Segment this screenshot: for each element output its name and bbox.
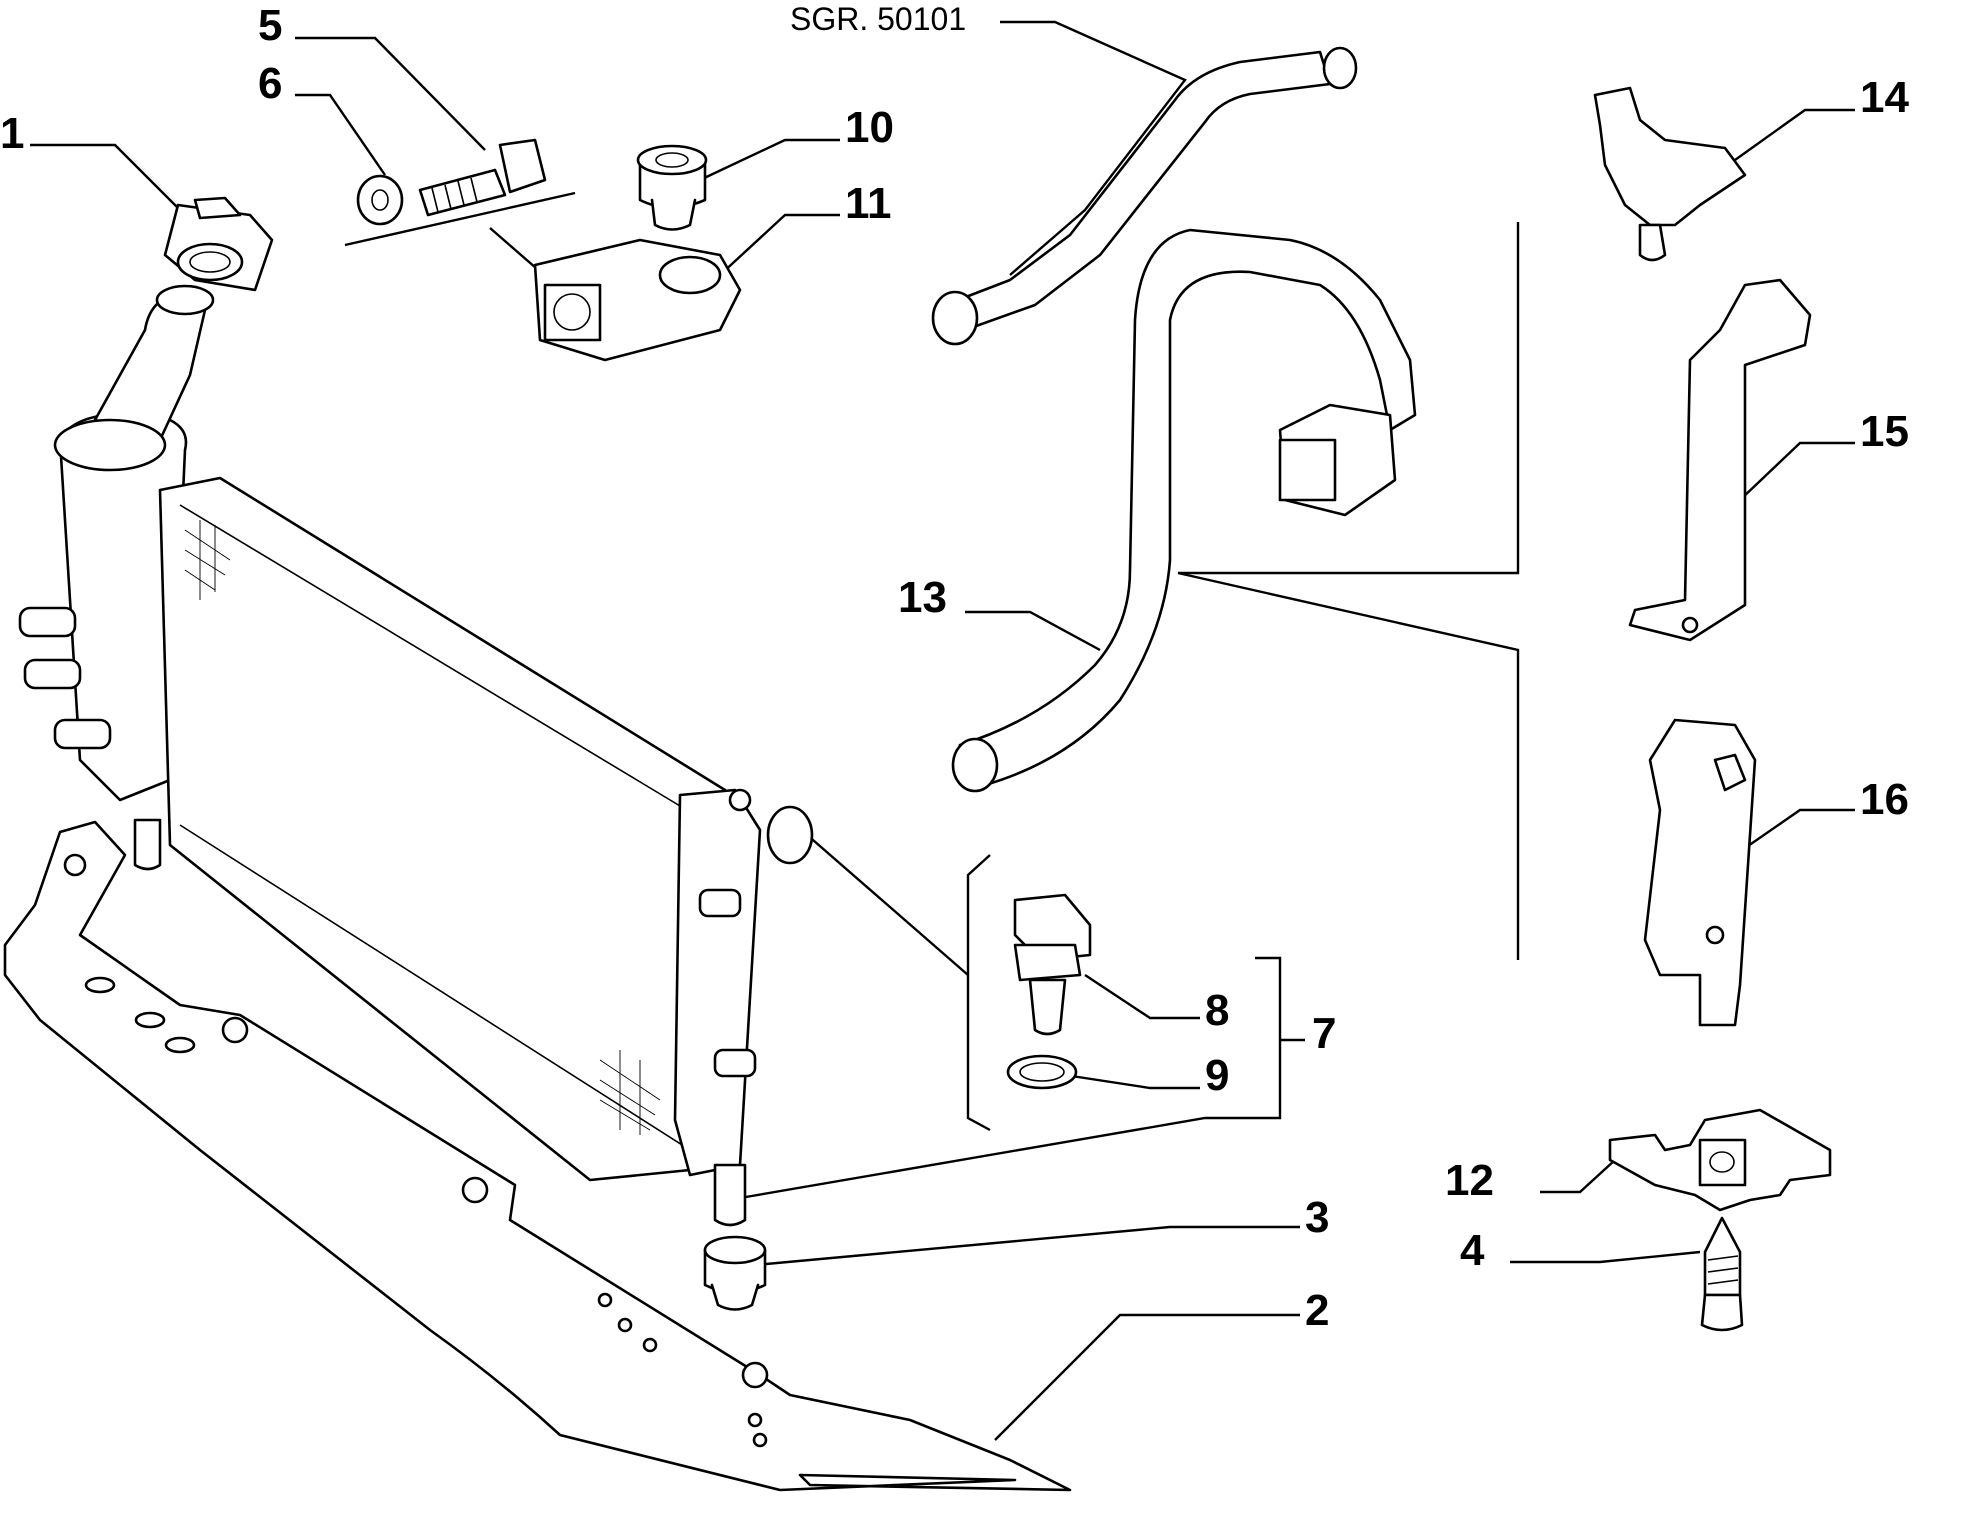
leader-sensor-group	[966, 854, 991, 1132]
part-11-bracket	[533, 238, 742, 362]
callout-14: 14	[1860, 73, 1909, 122]
part-6-washer	[356, 174, 404, 226]
part-10-grommet	[636, 144, 708, 231]
part-14-clip	[1593, 86, 1747, 262]
leader-13	[965, 610, 1101, 652]
callout-15: 15	[1860, 407, 1909, 456]
callout-7: 7	[1312, 1009, 1336, 1058]
leader-ref	[1000, 20, 1187, 276]
part-13-hose	[951, 228, 1417, 793]
radiator-right-tank	[673, 788, 762, 1177]
leader-6	[295, 93, 386, 176]
leader-16	[1734, 808, 1855, 856]
part-5-bolt	[418, 138, 547, 217]
callout-16: 16	[1860, 775, 1909, 824]
leader-1	[30, 143, 186, 216]
leader-hose-13-group-b	[1177, 571, 1520, 960]
part-8-sensor	[1013, 893, 1092, 1036]
leader-8	[1084, 973, 1200, 1020]
leader-14	[1734, 108, 1855, 161]
part-15-bracket	[1628, 278, 1812, 642]
callout-9: 9	[1205, 1051, 1229, 1100]
leader-3	[754, 1225, 1300, 1267]
callout-labels: SGR. 50101 1 2 3 4 5 6 7 8 9 10 11 12 13…	[0, 1, 1909, 1335]
reference-code: SGR. 50101	[790, 1, 966, 37]
leader-9	[1064, 1073, 1200, 1090]
leader-bracket-5-6	[344, 191, 576, 247]
callout-3: 3	[1305, 1193, 1329, 1242]
callout-2: 2	[1305, 1286, 1329, 1335]
callout-13: 13	[898, 573, 947, 622]
callout-6: 6	[258, 59, 282, 108]
leader-hose-13-group	[1178, 222, 1520, 575]
part-16-bracket	[1643, 718, 1757, 1027]
callout-8: 8	[1205, 986, 1229, 1035]
leader-11	[719, 213, 840, 276]
radiator-assembly	[18, 284, 814, 1227]
callout-5: 5	[258, 1, 282, 50]
part-9-seal	[1006, 1054, 1078, 1090]
callout-10: 10	[845, 103, 894, 152]
callout-4: 4	[1460, 1226, 1485, 1275]
callout-1: 1	[0, 109, 24, 158]
part-2-crossmember	[3, 820, 1072, 1492]
hose-upper-ref	[931, 46, 1358, 346]
part-12-plate	[1608, 1108, 1832, 1212]
leader-4	[1510, 1250, 1701, 1264]
leader-5	[295, 36, 486, 151]
leader-7-to-radiator	[739, 1116, 1255, 1200]
leader-15	[1739, 441, 1855, 501]
part-1-cap	[163, 196, 274, 292]
leader-2	[994, 1313, 1300, 1441]
part-3-grommet	[703, 1235, 767, 1311]
bracket-7	[1255, 956, 1282, 1120]
leader-10	[699, 138, 840, 182]
callout-12: 12	[1445, 1156, 1494, 1205]
leader-sensor-line	[789, 819, 969, 976]
part-4-bolt	[1700, 1216, 1744, 1332]
leader-12	[1540, 1159, 1616, 1194]
callout-11: 11	[845, 179, 892, 228]
